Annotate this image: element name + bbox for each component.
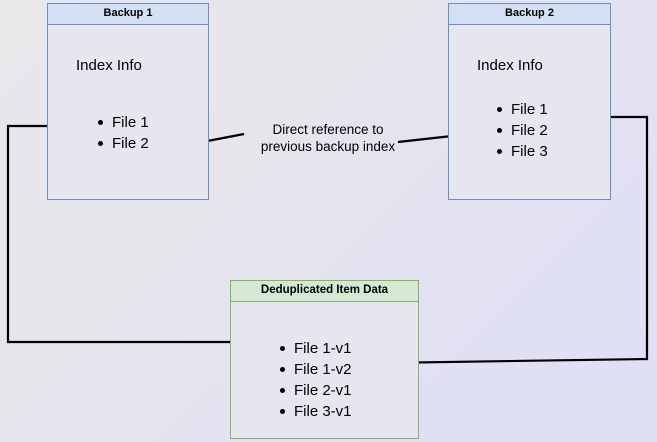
node-backup1[interactable]: Backup 1 Index Info File 1 File 2	[47, 3, 209, 200]
edge-label-line-2: previous backup index	[260, 139, 396, 154]
list-item: File 3	[495, 141, 548, 162]
list-item: File 2	[96, 133, 149, 154]
backup2-file-list: File 1 File 2 File 3	[495, 99, 548, 162]
node-backup2-header: Backup 2	[449, 4, 610, 25]
list-item: File 1	[96, 112, 149, 133]
list-item: File 2-v1	[278, 380, 352, 401]
node-dedup-body: File 1-v1 File 1-v2 File 2-v1 File 3-v1	[231, 302, 418, 438]
backup1-file-list: File 1 File 2	[96, 112, 149, 154]
node-backup2[interactable]: Backup 2 Index Info File 1 File 2 File 3	[448, 3, 611, 200]
backup2-index-info-label: Index Info	[477, 57, 543, 74]
backup1-index-info-label: Index Info	[76, 57, 142, 74]
edge-label-direct-reference: Direct reference to previous backup inde…	[248, 121, 408, 155]
node-backup2-body: Index Info File 1 File 2 File 3	[449, 25, 610, 199]
list-item: File 3-v1	[278, 401, 352, 422]
node-backup1-header: Backup 1	[48, 4, 208, 25]
dedup-file-list: File 1-v1 File 1-v2 File 2-v1 File 3-v1	[278, 338, 352, 422]
node-backup1-body: Index Info File 1 File 2	[48, 25, 208, 199]
node-dedup-header: Deduplicated Item Data	[231, 281, 418, 302]
node-deduplicated-item-data[interactable]: Deduplicated Item Data File 1-v1 File 1-…	[230, 280, 419, 439]
edge-label-line-1: Direct reference to	[272, 122, 384, 137]
list-item: File 1-v2	[278, 359, 352, 380]
list-item: File 1	[495, 99, 548, 120]
list-item: File 1-v1	[278, 338, 352, 359]
list-item: File 2	[495, 120, 548, 141]
